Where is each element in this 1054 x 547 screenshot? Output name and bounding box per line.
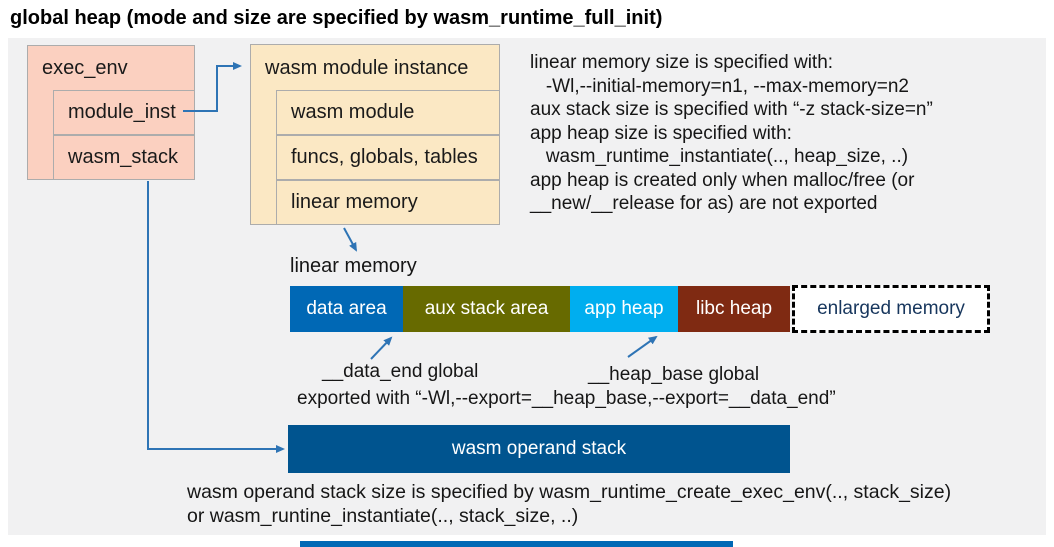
module-instance-row-wasm-module: wasm module (276, 90, 500, 135)
exec-env-row-module-inst: module_inst (53, 90, 195, 135)
note-line: wasm operand stack size is specified by … (187, 481, 952, 503)
note-line: -Wl,--initial-memory=n1, --max-memory=n2 (530, 75, 909, 97)
exec-env-row-wasm-stack: wasm_stack (53, 135, 195, 180)
segment-data-area: data area (290, 286, 403, 332)
wasm-operand-stack-bar: wasm operand stack (288, 425, 790, 473)
notes-operand-stack: wasm operand stack size is specified by … (187, 480, 951, 528)
exec-env-header: exec_env (42, 57, 128, 79)
heap-base-global-label: __heap_base global (588, 364, 760, 385)
diagram-title: global heap (mode and size are specified… (10, 7, 663, 29)
exported-with-label: exported with “-Wl,--export=__heap_base,… (297, 388, 836, 409)
module-instance-row-funcs-globals-tables: funcs, globals, tables (276, 135, 500, 180)
linear-memory-label: linear memory (290, 255, 417, 277)
segment-libc-heap: libc heap (678, 286, 790, 332)
data-end-global-label: __data_end global (322, 361, 479, 382)
segment-enlarged-memory: enlarged memory (792, 285, 990, 333)
note-line: wasm_runtime_instantiate(.., heap_size, … (530, 146, 909, 167)
bottom-accent-strip (300, 541, 733, 547)
module-instance-row-linear-memory: linear memory (276, 180, 500, 225)
note-line: app heap size is specified with: (530, 122, 792, 144)
note-line: app heap is created only when malloc/fre… (530, 169, 915, 191)
note-line: linear memory size is specified with: (530, 52, 834, 73)
segment-aux-stack-area: aux stack area (403, 286, 570, 332)
note-line: or wasm_runtine_instantiate(.., stack_si… (187, 505, 579, 527)
note-line: aux stack size is specified with “-z sta… (530, 99, 933, 120)
notes-linker-options: linear memory size is specified with: -W… (530, 51, 933, 216)
module-instance-header: wasm module instance (265, 57, 469, 79)
segment-app-heap: app heap (570, 286, 678, 332)
note-line: __new/__release for as) are not exported (530, 193, 878, 214)
